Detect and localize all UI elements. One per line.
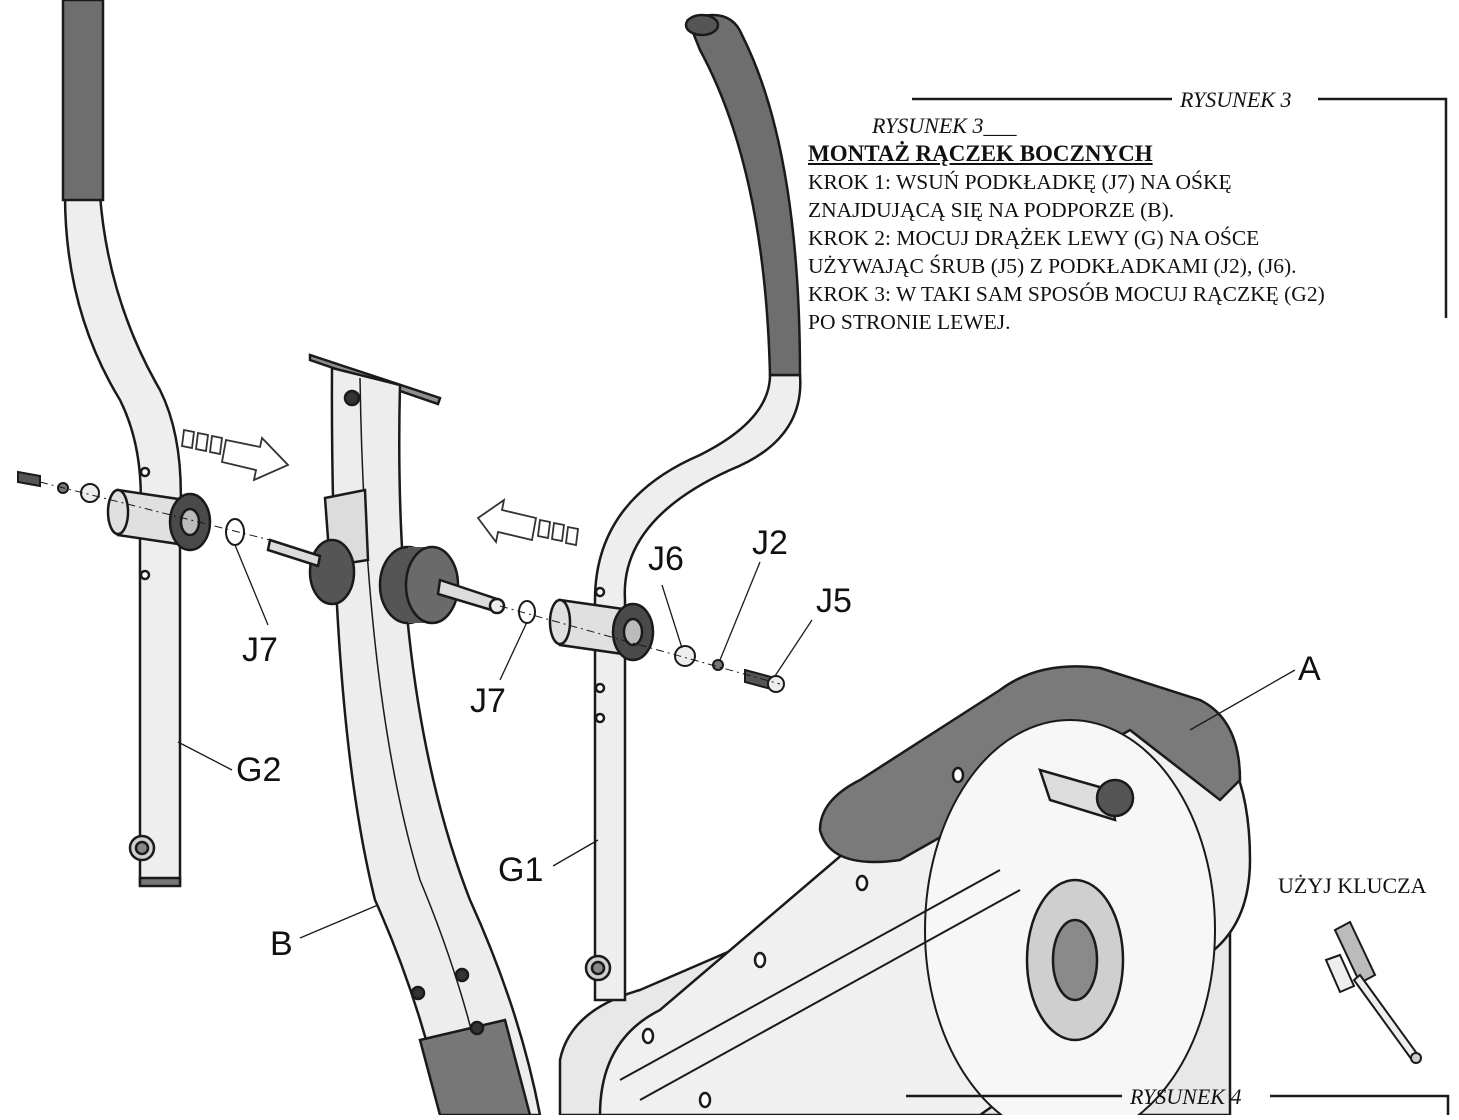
frame-caption-4: RYSUNEK 4 [1129, 1084, 1241, 1109]
label-j7-right: J7 [470, 682, 506, 720]
label-j2: J2 [752, 524, 788, 562]
instruction-line: KROK 2: MOCUJ DRĄŻEK LEWY (G) NA OŚCE [808, 226, 1260, 250]
label-b: B [270, 925, 293, 963]
support-post-b [266, 353, 542, 1117]
main-frame-a [558, 665, 1252, 1120]
instruction-line: KROK 1: WSUŃ PODKŁADKĘ (J7) NA OŚKĘ [808, 170, 1232, 194]
frame-caption-3: RYSUNEK 3 [1179, 87, 1291, 112]
handlebar-g1 [548, 13, 802, 1002]
label-g2: G2 [236, 751, 281, 789]
tool-note: UŻYJ KLUCZA [1278, 873, 1427, 898]
label-g1: G1 [498, 851, 543, 889]
instruction-block: RYSUNEK 3___ MONTAŻ RĄCZEK BOCZNYCH KROK… [808, 112, 1458, 336]
arrow-left-icon [476, 497, 579, 547]
label-j5: J5 [816, 582, 852, 620]
leader-lines [177, 544, 1296, 939]
label-a: A [1298, 650, 1321, 688]
instruction-line: KROK 3: W TAKI SAM SPOSÓB MOCUJ RĄCZKĘ (… [808, 282, 1325, 306]
arrow-right-icon [181, 428, 290, 482]
direction-arrows [181, 428, 579, 547]
instruction-subtitle: RYSUNEK 3___ [872, 113, 1017, 138]
handlebar-g2 [61, 0, 212, 888]
figure-frame-4: RYSUNEK 4 [906, 1084, 1450, 1115]
hardware-parts [17, 470, 785, 693]
instruction-line: ZNAJDUJĄCĄ SIĘ NA PODPORZE (B). [808, 198, 1175, 222]
instruction-line: PO STRONIE LEWEJ. [808, 310, 1011, 334]
label-j6: J6 [648, 540, 684, 578]
instruction-line: UŻYWAJĄC ŚRUB (J5) Z PODKŁADKAMI (J2), (… [808, 254, 1297, 278]
instruction-heading: MONTAŻ RĄCZEK BOCZNYCH [808, 141, 1153, 166]
wrench-icon [1324, 920, 1422, 1064]
label-j7-left: J7 [242, 631, 278, 669]
figure-frame-3: RYSUNEK 3 [912, 87, 1448, 318]
part-labels: J7 J7 J6 J2 J5 A G2 G1 B [236, 524, 1321, 963]
